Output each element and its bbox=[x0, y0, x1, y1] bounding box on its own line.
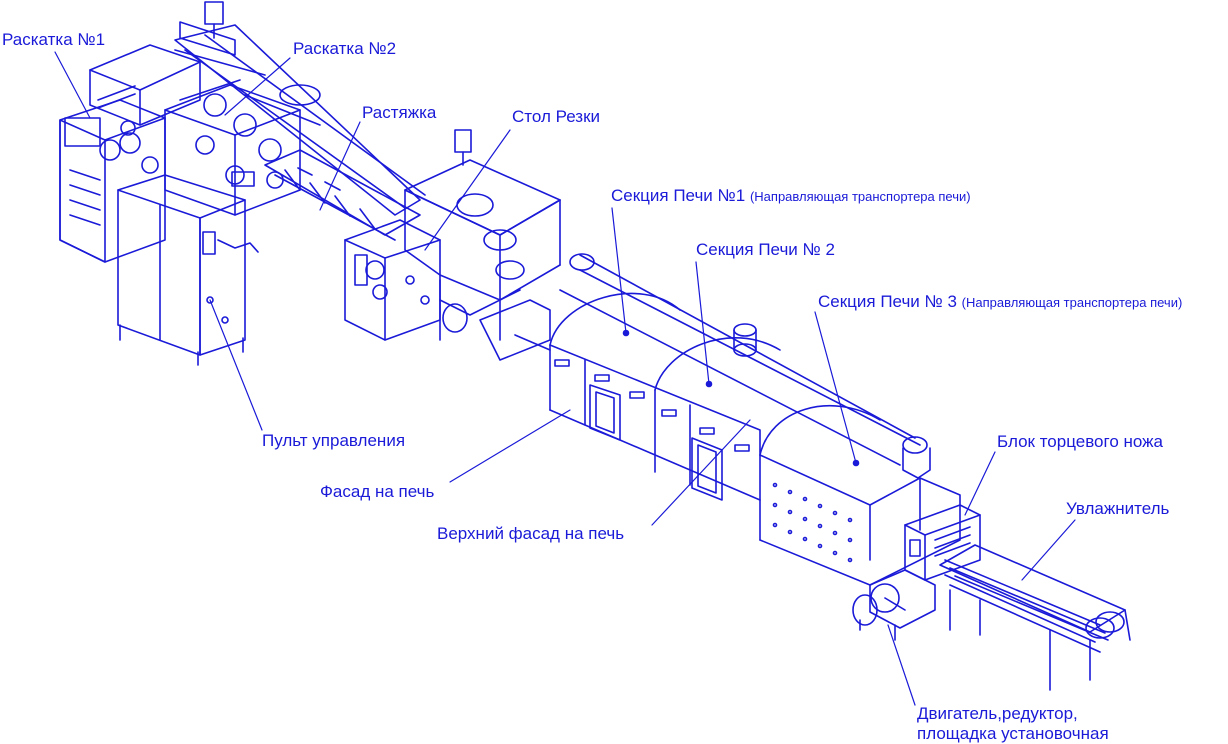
rolling-unit-1 bbox=[59, 21, 266, 263]
oven-section-1-note: (Направляющая транспортера печи) bbox=[749, 189, 971, 204]
leader-lines bbox=[54, 51, 1076, 706]
end-knife-block bbox=[904, 504, 981, 581]
label-humidifier: Увлажнитель bbox=[1066, 499, 1170, 518]
label-stretch: Растяжка bbox=[362, 103, 437, 122]
oven-section-1-title: Секция Печи №1 bbox=[611, 186, 746, 205]
label-rolling-1: Раскатка №1 bbox=[2, 30, 106, 49]
oven bbox=[479, 253, 961, 586]
cutting-table bbox=[404, 129, 561, 341]
label-oven-section-3: Секция Печи № 3 (Направляющая транспорте… bbox=[818, 292, 1182, 313]
control-panel bbox=[117, 174, 259, 366]
stretching-unit bbox=[264, 149, 441, 341]
label-control-panel: Пульт управления bbox=[262, 431, 406, 450]
label-oven-section-1: Секция Печи №1 (Направляющая транспортер… bbox=[611, 186, 971, 207]
oven-section-3-title: Секция Печи № 3 bbox=[818, 292, 957, 311]
label-rolling-2: Раскатка №2 bbox=[293, 39, 397, 58]
label-end-knife-block: Блок торцевого ножа bbox=[997, 432, 1163, 451]
label-oven-section-2: Секция Печи № 2 bbox=[696, 240, 835, 259]
label-oven-upper-facade: Верхний фасад на печь bbox=[437, 524, 625, 543]
label-oven-facade: Фасад на печь bbox=[320, 482, 435, 501]
label-motor: Двигатель,редуктор, площадка установочна… bbox=[917, 704, 1109, 744]
motor-line-1: Двигатель,редуктор, bbox=[917, 704, 1078, 723]
humidifier bbox=[939, 544, 1131, 691]
motor-gearbox bbox=[852, 569, 936, 641]
rolling-unit-2 bbox=[164, 1, 426, 216]
label-cutting-table: Стол Резки bbox=[512, 107, 600, 126]
oven-section-3-note: (Направляющая транспортера печи) bbox=[961, 295, 1183, 310]
motor-line-2: площадка установочная bbox=[917, 724, 1109, 743]
